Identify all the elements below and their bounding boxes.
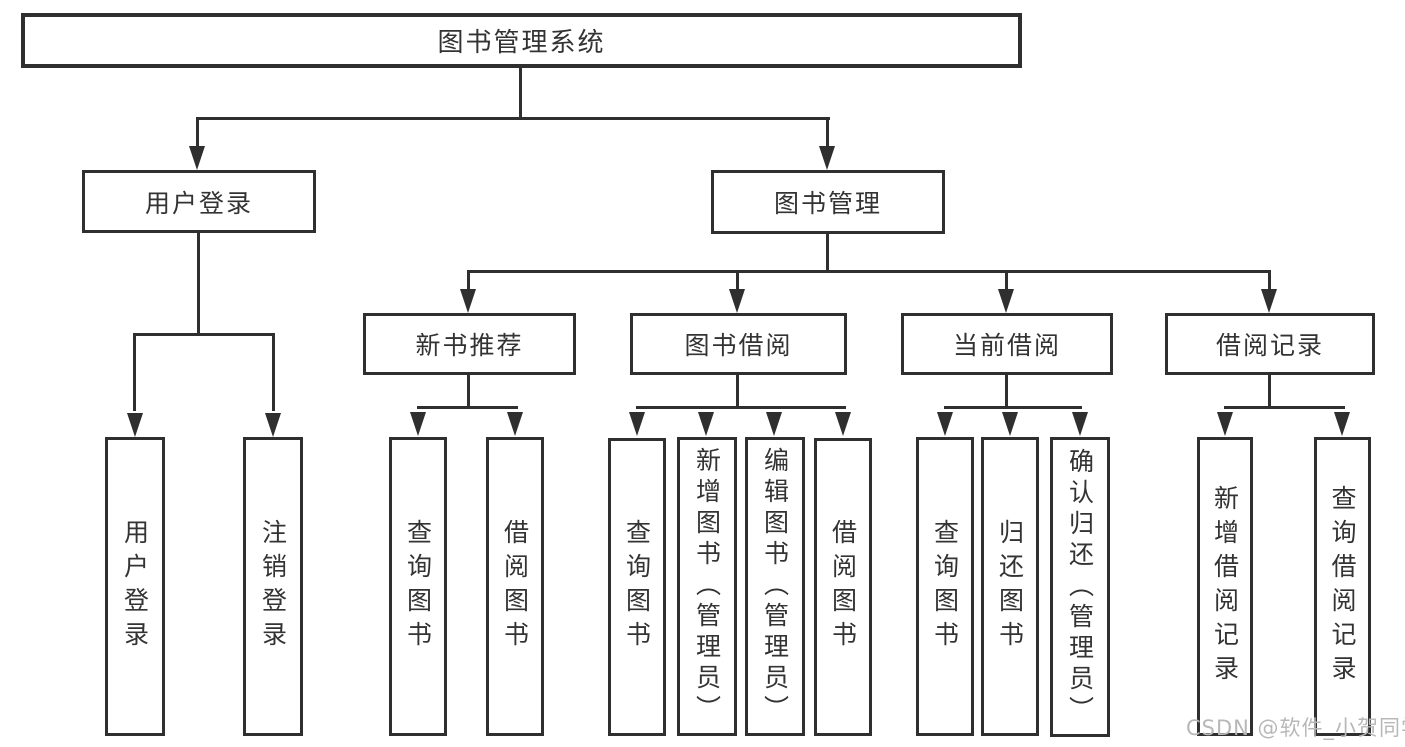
- arrow-down-icon: [729, 289, 745, 313]
- node-book-management: 图书管理: [711, 170, 945, 234]
- connector-line: [944, 406, 1082, 409]
- leaf-query-books-current: 查询图书: [916, 437, 974, 736]
- connector-line: [196, 117, 830, 120]
- arrow-down-icon: [766, 412, 782, 436]
- node-book-borrowing: 图书借阅: [630, 313, 847, 375]
- connector-line: [1268, 270, 1271, 291]
- connector-line: [826, 117, 829, 148]
- leaf-borrow-books-borrowing: 借阅图书: [814, 438, 872, 736]
- connector-line: [467, 375, 470, 409]
- connector-line: [417, 406, 518, 409]
- node-library-management-system: 图书管理系统: [21, 13, 1022, 68]
- node-borrowing-records: 借阅记录: [1165, 313, 1375, 375]
- connector-line: [826, 234, 829, 272]
- arrow-down-icon: [410, 412, 426, 436]
- node-current-borrowing: 当前借阅: [901, 313, 1113, 375]
- arrow-down-icon: [460, 289, 476, 313]
- node-user-login-branch: 用户登录: [82, 170, 316, 233]
- leaf-label: 注销登录: [258, 518, 288, 655]
- node-new-book-recommend: 新书推荐: [363, 313, 576, 375]
- arrow-down-icon: [1072, 412, 1088, 436]
- leaf-borrow-books-recommend: 借阅图书: [486, 437, 544, 736]
- leaf-label: 查询借阅记录: [1328, 484, 1357, 689]
- leaf-label: 用户登录: [120, 518, 150, 655]
- arrow-down-icon: [998, 289, 1014, 313]
- node-label: 借阅记录: [1215, 331, 1324, 360]
- arrow-down-icon: [507, 412, 523, 436]
- leaf-label: 编辑图书（管理员）: [760, 447, 790, 726]
- connector-line: [133, 333, 275, 336]
- leaf-label: 查询图书: [622, 519, 652, 655]
- arrow-down-icon: [629, 412, 645, 436]
- connector-line: [1005, 375, 1008, 409]
- connector-line: [1005, 270, 1008, 291]
- arrow-down-icon: [937, 412, 953, 436]
- node-label: 图书借阅: [684, 331, 793, 360]
- arrow-down-icon: [835, 412, 851, 436]
- connector-line: [636, 406, 846, 409]
- node-label: 图书管理: [773, 189, 882, 218]
- connector-line: [519, 68, 522, 119]
- leaf-edit-book-admin: 编辑图书（管理员）: [745, 437, 805, 736]
- node-label: 用户登录: [144, 188, 253, 218]
- connector-line: [467, 270, 1271, 273]
- leaf-label: 归还图书: [995, 518, 1025, 655]
- connector-line: [467, 270, 470, 291]
- leaf-add-borrow-record: 新增借阅记录: [1197, 437, 1253, 736]
- arrow-down-icon: [189, 146, 205, 170]
- node-label: 新书推荐: [415, 331, 524, 360]
- leaf-label: 查询图书: [403, 518, 433, 655]
- arrow-down-icon: [1334, 412, 1350, 436]
- arrow-down-icon: [1261, 289, 1277, 313]
- arrow-down-icon: [819, 146, 835, 170]
- connector-line: [1268, 375, 1271, 409]
- connector-line: [736, 270, 739, 291]
- leaf-logout: 注销登录: [243, 437, 303, 736]
- arrow-down-icon: [265, 413, 281, 437]
- connector-line: [272, 333, 275, 411]
- connector-line: [1224, 406, 1345, 409]
- leaf-user-login: 用户登录: [105, 437, 165, 736]
- node-label: 当前借阅: [952, 331, 1061, 360]
- leaf-label: 借阅图书: [500, 518, 530, 655]
- csdn-watermark: CSDN @软件_小贺同学: [1186, 716, 1405, 740]
- leaf-query-books-borrowing: 查询图书: [608, 438, 666, 736]
- arrow-down-icon: [1002, 412, 1018, 436]
- leaf-return-books: 归还图书: [981, 437, 1039, 736]
- leaf-add-book-admin: 新增图书（管理员）: [677, 437, 737, 736]
- arrow-down-icon: [698, 412, 714, 436]
- arrow-down-icon: [1217, 412, 1233, 436]
- connector-line: [197, 233, 200, 336]
- leaf-label: 新增图书（管理员）: [692, 447, 722, 726]
- connector-line: [736, 375, 739, 409]
- connector-line: [133, 333, 136, 411]
- leaf-label: 新增借阅记录: [1210, 484, 1240, 689]
- leaf-label: 查询图书: [930, 518, 960, 655]
- connector-line: [196, 117, 199, 148]
- leaf-query-borrow-record: 查询借阅记录: [1314, 437, 1371, 736]
- node-label: 图书管理系统: [437, 28, 606, 58]
- leaf-label: 借阅图书: [828, 519, 858, 655]
- leaf-query-books-recommend: 查询图书: [389, 437, 447, 736]
- leaf-confirm-return-admin: 确认归还（管理员）: [1050, 437, 1110, 737]
- arrow-down-icon: [127, 413, 143, 437]
- leaf-label: 确认归还（管理员）: [1065, 447, 1095, 727]
